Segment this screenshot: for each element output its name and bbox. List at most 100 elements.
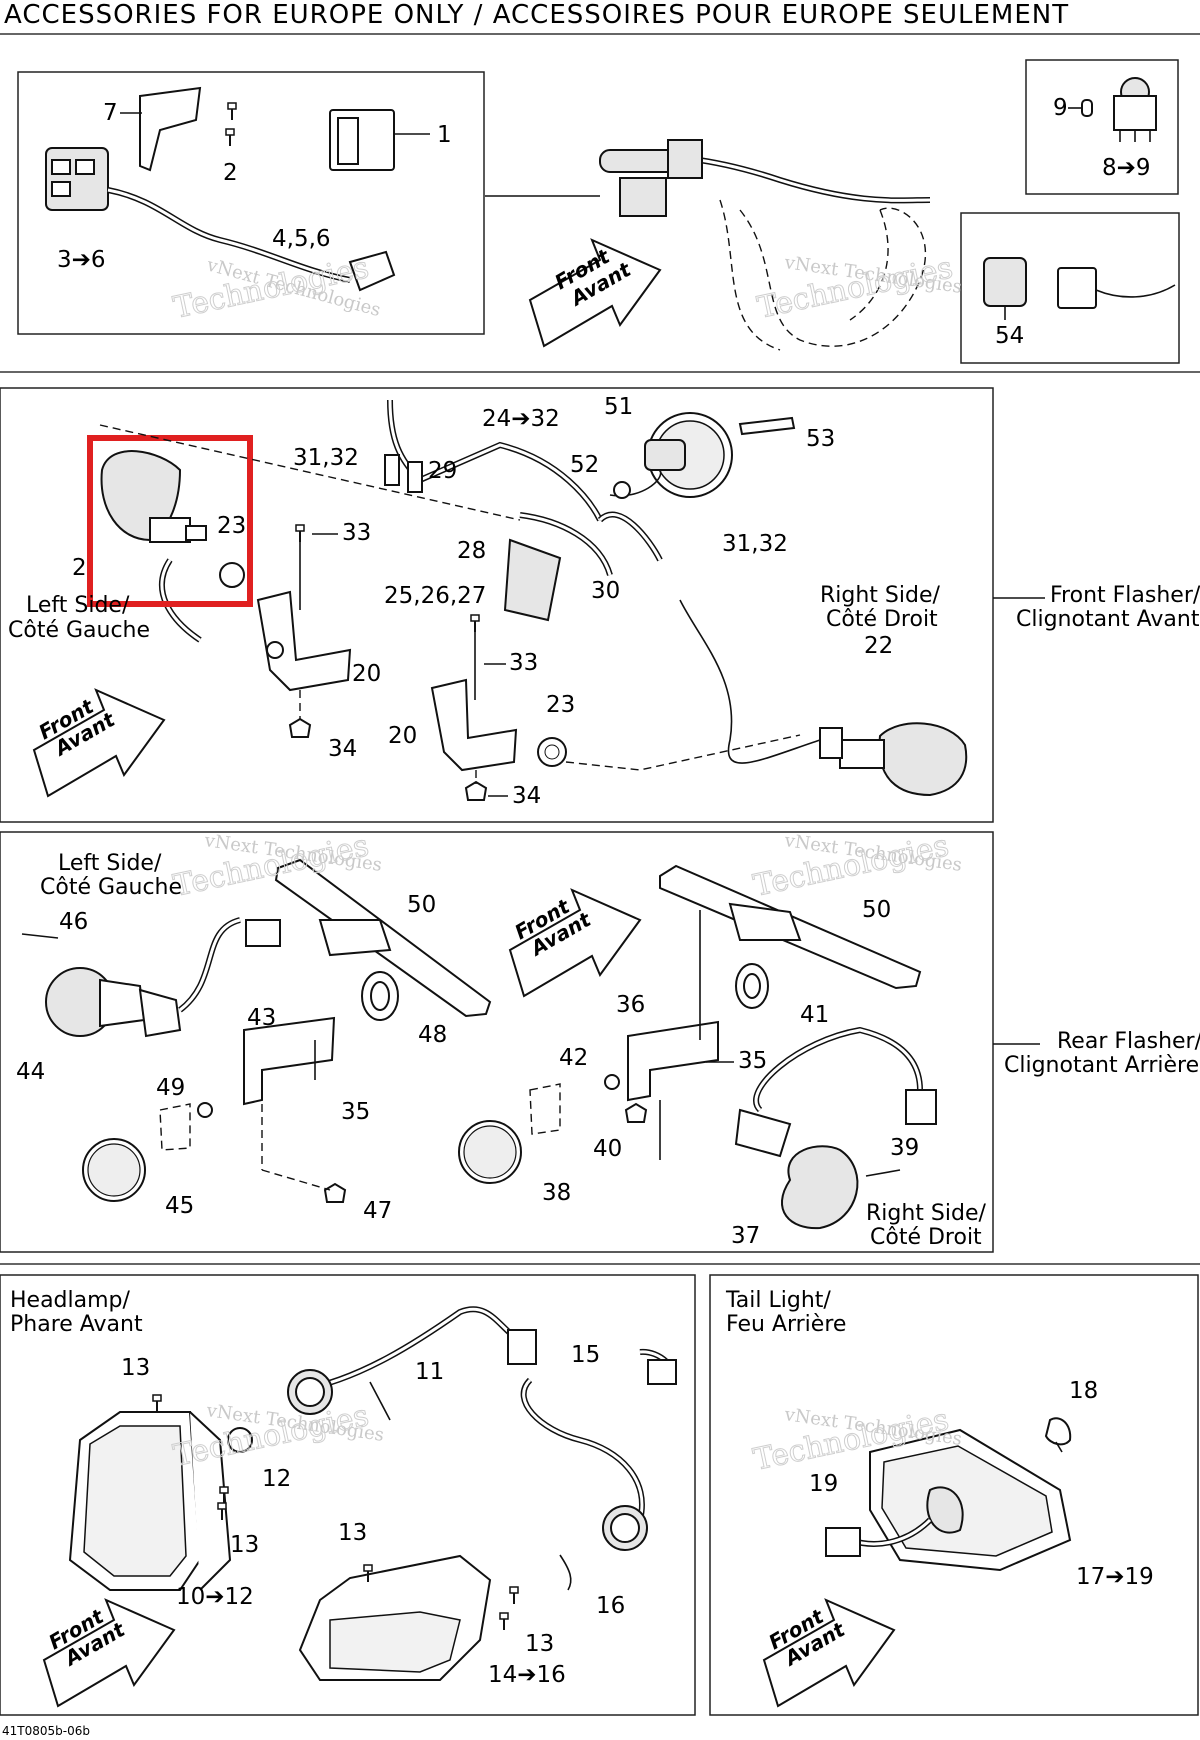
callout-label: 34 bbox=[512, 783, 541, 809]
rear-bracket-43 bbox=[159, 1016, 347, 1203]
callout-label: 54 bbox=[995, 323, 1024, 349]
callout-label: 39 bbox=[890, 1135, 919, 1161]
section-label-right-side-front-en: Right Side/ bbox=[820, 583, 941, 608]
callout-label: 8➔9 bbox=[1102, 155, 1151, 181]
section-label-front-flasher-en: Front Flasher/ bbox=[1050, 583, 1200, 608]
callout-label: 18 bbox=[1069, 1378, 1098, 1404]
callout-label: 28 bbox=[457, 538, 486, 564]
callout-label: 44 bbox=[16, 1059, 45, 1085]
section-label-right-side-rear-fr: Côté Droit bbox=[870, 1225, 982, 1250]
flasher-lens-51 bbox=[609, 412, 796, 499]
callout-label: 1 bbox=[437, 122, 452, 148]
callout-label: 40 bbox=[593, 1136, 622, 1162]
rear-plate-bracket-left bbox=[274, 858, 492, 1021]
handlebar-assembly bbox=[599, 139, 931, 351]
headlamp-housing-right bbox=[298, 1554, 519, 1681]
section-label-tail-light-en: Tail Light/ bbox=[725, 1288, 831, 1313]
callouts-front: 24➔32 51 53 31,32 29 52 23 2 33 28 31,32… bbox=[72, 394, 893, 809]
section-label-rear-flasher-fr: Clignotant Arrière bbox=[1004, 1053, 1199, 1078]
callout-label: 45 bbox=[165, 1193, 194, 1219]
callout-label: 14➔16 bbox=[488, 1662, 566, 1688]
callout-label: 23 bbox=[546, 692, 575, 718]
callout-label: 36 bbox=[616, 992, 645, 1018]
horn-button-icon bbox=[1068, 77, 1157, 142]
front-bracket-left bbox=[256, 524, 352, 738]
headlamp-housing-left bbox=[68, 1394, 253, 1591]
callout-label: 23 bbox=[217, 513, 246, 539]
section-label-left-side-front-en: Left Side/ bbox=[26, 593, 130, 618]
section-labels: Front Flasher/ Clignotant Avant Left Sid… bbox=[8, 583, 1200, 1337]
callout-label: 29 bbox=[428, 458, 457, 484]
connector-54-icon bbox=[983, 257, 1176, 320]
left-front-flasher bbox=[100, 450, 245, 643]
callout-label: 50 bbox=[862, 897, 891, 923]
callout-label: 2 bbox=[72, 555, 87, 581]
section-label-headlamp-en: Headlamp/ bbox=[10, 1288, 131, 1313]
section-frames bbox=[0, 33, 1200, 1716]
callout-label: 22 bbox=[864, 633, 893, 659]
callout-label: 43 bbox=[247, 1005, 276, 1031]
right-front-flasher bbox=[819, 722, 968, 797]
callout-label: 20 bbox=[388, 723, 417, 749]
rear-left-flasher bbox=[21, 917, 281, 1038]
reflector-45 bbox=[82, 1138, 146, 1202]
callout-label: 16 bbox=[596, 1593, 625, 1619]
callouts-rear: 46 50 50 44 43 48 49 35 45 47 36 41 42 3… bbox=[16, 892, 919, 1249]
callout-label: 37 bbox=[731, 1223, 760, 1249]
callout-label: 42 bbox=[559, 1045, 588, 1071]
callout-label: 24➔32 bbox=[482, 406, 560, 432]
tail-light-assembly bbox=[825, 1417, 1072, 1572]
rear-plate-bracket-right bbox=[529, 864, 922, 1160]
callout-label: 31,32 bbox=[293, 445, 359, 471]
callout-label: 2 bbox=[223, 160, 238, 186]
callout-label: 17➔19 bbox=[1076, 1564, 1154, 1590]
highlight-box bbox=[87, 435, 253, 607]
callout-label: 25,26,27 bbox=[384, 583, 486, 609]
callout-label: 7 bbox=[103, 100, 118, 126]
callout-label: 4,5,6 bbox=[272, 226, 331, 252]
section-label-rear-flasher-en: Rear Flasher/ bbox=[1057, 1029, 1200, 1054]
section-label-headlamp-fr: Phare Avant bbox=[10, 1312, 143, 1337]
section-label-tail-light-fr: Feu Arrière bbox=[726, 1312, 846, 1337]
callout-label: 13 bbox=[230, 1532, 259, 1558]
callout-label: 9 bbox=[1053, 95, 1068, 121]
callout-label: 35 bbox=[738, 1048, 767, 1074]
callout-label: 41 bbox=[800, 1002, 829, 1028]
callout-label: 34 bbox=[328, 736, 357, 762]
callout-label: 46 bbox=[59, 909, 88, 935]
callouts-bottom: 13 11 15 12 13 13 13 16 10➔12 14➔16 18 1… bbox=[121, 1342, 1154, 1688]
callout-label: 50 bbox=[407, 892, 436, 918]
reflector-38 bbox=[458, 1120, 522, 1184]
callout-label: 11 bbox=[415, 1359, 444, 1385]
callout-label: 38 bbox=[542, 1180, 571, 1206]
callout-label: 13 bbox=[525, 1631, 554, 1657]
drawing-code: 41T0805b-06b bbox=[2, 1724, 90, 1738]
section-label-front-flasher-fr: Clignotant Avant bbox=[1016, 607, 1200, 632]
headlamp-harness bbox=[287, 1306, 677, 1591]
watermarks: vNext Technologies Technologies vNext Te… bbox=[170, 250, 963, 1479]
callout-label: 52 bbox=[570, 452, 599, 478]
section-label-left-side-front-fr: Côté Gauche bbox=[8, 618, 150, 643]
callout-label: 10➔12 bbox=[176, 1584, 254, 1610]
callout-label: 48 bbox=[418, 1022, 447, 1048]
callout-label: 51 bbox=[604, 394, 633, 420]
watermark-text: Technologies bbox=[170, 250, 371, 326]
callout-label: 3➔6 bbox=[57, 247, 106, 273]
rear-right-flasher bbox=[734, 1026, 937, 1230]
section-label-right-side-rear-en: Right Side/ bbox=[866, 1201, 987, 1226]
callout-label: 31,32 bbox=[722, 531, 788, 557]
front-bracket-right bbox=[99, 424, 801, 801]
callout-label: 47 bbox=[363, 1198, 392, 1224]
callout-label: 33 bbox=[509, 650, 538, 676]
section-label-right-side-front-fr: Côté Droit bbox=[826, 607, 938, 632]
section-label-left-side-rear-en: Left Side/ bbox=[58, 851, 162, 876]
front-harness bbox=[384, 399, 821, 764]
callout-label: 33 bbox=[342, 520, 371, 546]
callout-label: 35 bbox=[341, 1099, 370, 1125]
switch-assembly bbox=[45, 86, 396, 292]
callouts-top: 7 1 2 3➔6 4,5,6 9 8➔9 54 bbox=[57, 95, 1151, 349]
callout-label: 15 bbox=[571, 1342, 600, 1368]
callout-label: 13 bbox=[338, 1520, 367, 1546]
section-label-left-side-rear-fr: Côté Gauche bbox=[40, 875, 182, 900]
